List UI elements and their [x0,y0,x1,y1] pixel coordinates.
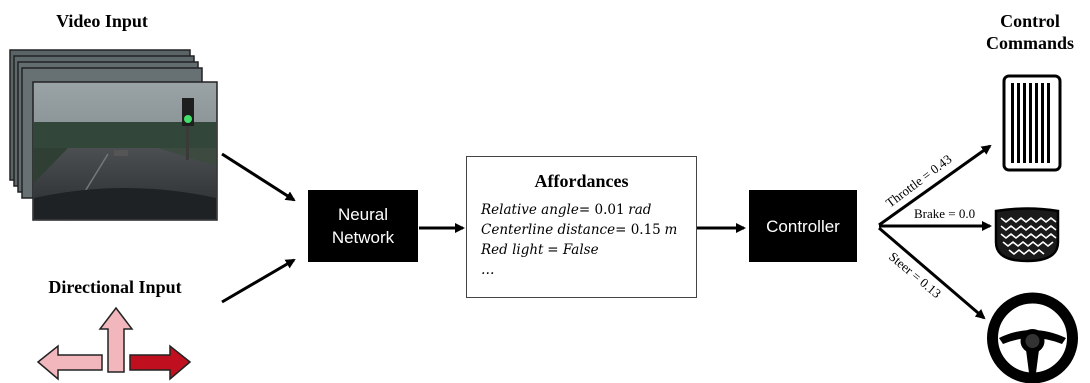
controller-box: Controller [749,190,857,262]
control-commands-label: Control Commands [970,10,1090,54]
video-frame-front [32,81,218,221]
neural-network-line1: Neural [337,205,389,224]
arrow-direction-to-network [221,258,296,304]
affordance-item: Relative angle= 0.01 rad [481,202,652,218]
control-commands-line1: Control [1000,11,1060,31]
arrow-video-to-network [221,152,296,202]
directional-input-label: Directional Input [48,277,182,297]
brake-label: Brake = 0.0 [914,206,975,221]
arrow-up-icon [98,306,134,373]
affordances-box: Affordances Relative angle= 0.01 rad Cen… [466,156,697,298]
affordances-title: Affordances [534,171,629,191]
affordance-item: … [481,262,495,278]
arrow-left-icon [36,344,103,381]
affordance-item: Red light = False [481,242,599,258]
directional-arrows [36,306,192,381]
video-frames-stack [9,49,218,221]
neural-network-box: Neural Network [308,190,418,262]
brake-pedal-icon [994,207,1060,263]
controller-label: Controller [766,216,840,236]
arrow-right-icon [129,344,192,381]
arrow-to-throttle [878,144,992,227]
steering-wheel-icon [987,292,1078,383]
affordance-item: Centerline distance= 0.15 m [481,222,678,238]
control-commands-line2: Commands [985,33,1074,53]
neural-network-line2: Network [331,228,395,247]
throttle-pedal-icon [1002,74,1062,172]
throttle-label: Throttle = 0.43 [883,151,955,210]
arrow-to-steer [878,226,986,320]
video-input-label: Video Input [56,11,148,31]
